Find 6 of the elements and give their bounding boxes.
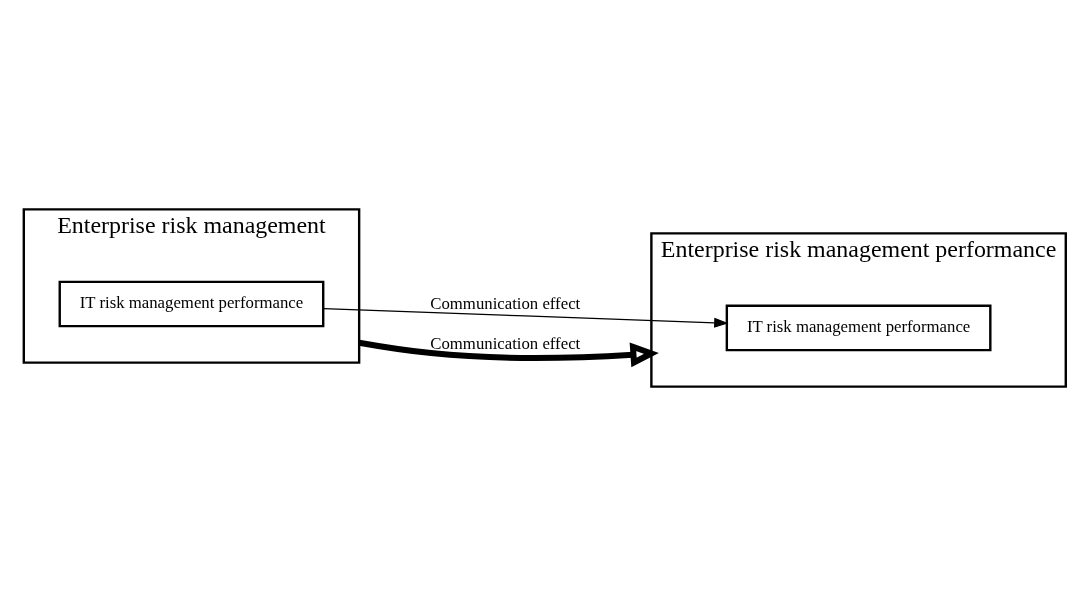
edge-label: Communication effect — [430, 333, 581, 353]
node-box: IT risk management performance — [58, 280, 325, 328]
node-box: IT risk management performance — [725, 304, 992, 352]
arrow — [323, 308, 729, 328]
edge-label: Communication effect — [430, 294, 581, 314]
arrow — [358, 339, 659, 368]
